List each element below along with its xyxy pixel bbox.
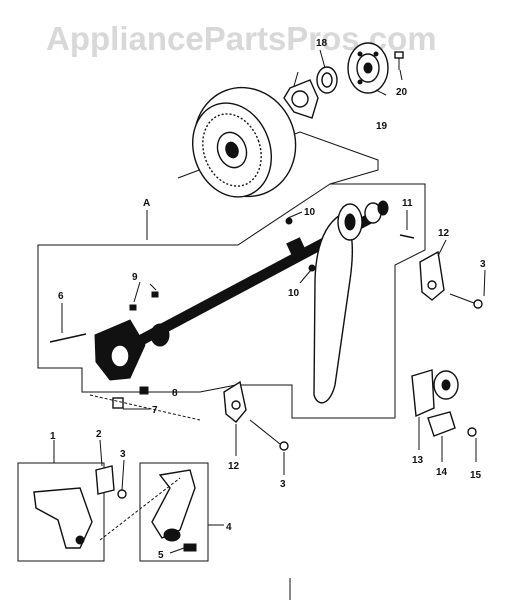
assembly-outline — [37, 183, 426, 419]
callout-20: 20 — [396, 87, 408, 98]
shaft-gear — [285, 217, 316, 272]
callout-A: A — [143, 198, 150, 209]
pin-6 — [49, 333, 87, 343]
washer — [316, 66, 338, 94]
screw-20 — [394, 51, 404, 70]
belt-pulley — [337, 203, 363, 241]
screw-3-lower — [249, 419, 289, 451]
bracket-2 — [95, 465, 115, 495]
callout-13: 13 — [412, 455, 424, 466]
clip-14 — [427, 411, 456, 437]
set-screws-9 — [129, 291, 159, 311]
callout-3-upper: 3 — [480, 259, 486, 270]
callout-1: 1 — [50, 431, 56, 442]
drive-pulley — [191, 86, 297, 198]
screw-3-left — [117, 489, 127, 499]
leader-lines — [53, 49, 486, 600]
screw-5 — [183, 543, 197, 552]
lever-part-4 — [151, 469, 196, 542]
nut-7 — [112, 397, 124, 409]
lever-part-1 — [33, 487, 93, 549]
callout-9: 9 — [132, 272, 138, 283]
screw-8 — [139, 386, 149, 395]
callout-3-lower: 3 — [280, 479, 286, 490]
gasket-plate — [283, 79, 319, 119]
callout-11: 11 — [402, 198, 413, 209]
callout-5: 5 — [158, 550, 164, 561]
callout-10-upper: 10 — [304, 207, 316, 218]
hub-assembly — [347, 42, 389, 94]
screw-3-upper — [449, 293, 483, 309]
box-part-4 — [139, 462, 209, 562]
callout-12-upper: 12 — [438, 228, 450, 239]
callout-18: 18 — [316, 38, 328, 49]
screw-15 — [467, 427, 477, 437]
callout-10-lower: 10 — [288, 288, 300, 299]
callout-19: 19 — [376, 121, 388, 132]
callout-15: 15 — [470, 470, 482, 481]
callout-12-lower: 12 — [228, 461, 240, 472]
bracket-12-lower — [223, 380, 247, 423]
callout-2: 2 — [96, 429, 102, 440]
box-part-1 — [17, 462, 105, 562]
coupling-block — [94, 319, 170, 381]
callout-3-left: 3 — [120, 449, 126, 460]
idler-bracket-13 — [411, 369, 459, 418]
pin-11 — [399, 234, 415, 239]
callout-7: 7 — [152, 405, 158, 416]
callout-14: 14 — [436, 467, 448, 478]
callout-6: 6 — [58, 291, 64, 302]
callout-8: 8 — [172, 388, 178, 399]
callout-4: 4 — [226, 522, 232, 533]
bracket-12-upper — [419, 250, 445, 301]
